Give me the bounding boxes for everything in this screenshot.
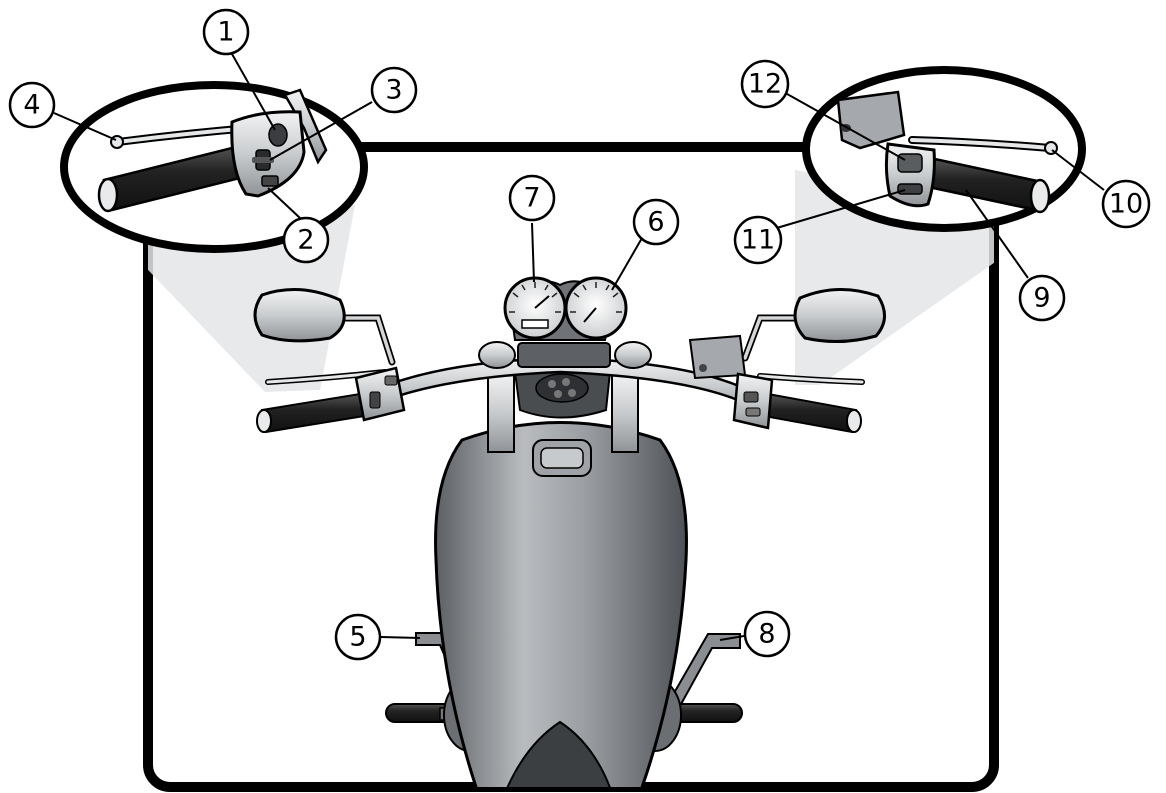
right-inset-button-12 xyxy=(898,154,922,172)
callout-1: 1 xyxy=(204,10,248,54)
ignition-panel xyxy=(536,374,588,402)
callout-7-label: 7 xyxy=(523,183,540,214)
callout-8: 8 xyxy=(745,612,789,656)
instrument-cluster xyxy=(505,278,626,340)
callout-1-label: 1 xyxy=(217,17,234,48)
right-inset-button-11 xyxy=(898,184,922,194)
callout-3: 3 xyxy=(372,68,416,112)
callout-10: 10 xyxy=(1103,181,1149,227)
callout-5-label: 5 xyxy=(349,622,366,653)
callout-8-label: 8 xyxy=(758,619,775,650)
callout-5: 5 xyxy=(336,615,380,659)
left-inset-button-2 xyxy=(262,176,278,186)
left-inset-button-1 xyxy=(269,124,287,146)
callout-2-label: 2 xyxy=(297,225,314,256)
callout-9-label: 9 xyxy=(1033,283,1050,314)
right-zoom-inset xyxy=(806,70,1082,228)
fork-left xyxy=(488,372,514,452)
callout-6: 6 xyxy=(634,200,678,244)
fork-right xyxy=(612,372,638,452)
handlebar-clamp xyxy=(518,343,610,367)
callout-4-label: 4 xyxy=(23,90,40,121)
tachometer-gauge xyxy=(566,278,626,338)
callout-7: 7 xyxy=(510,176,554,220)
callout-10-label: 10 xyxy=(1109,189,1143,220)
callout-6-label: 6 xyxy=(647,207,664,238)
callout-9: 9 xyxy=(1020,276,1064,320)
speedometer-gauge xyxy=(505,278,565,338)
callout-11: 11 xyxy=(735,217,781,263)
callout-11-label: 11 xyxy=(741,225,775,256)
callout-12: 12 xyxy=(742,61,788,107)
callout-4: 4 xyxy=(10,83,54,127)
callout-2: 2 xyxy=(284,218,328,262)
callout-12-label: 12 xyxy=(748,69,782,100)
callout-3-label: 3 xyxy=(385,75,402,106)
